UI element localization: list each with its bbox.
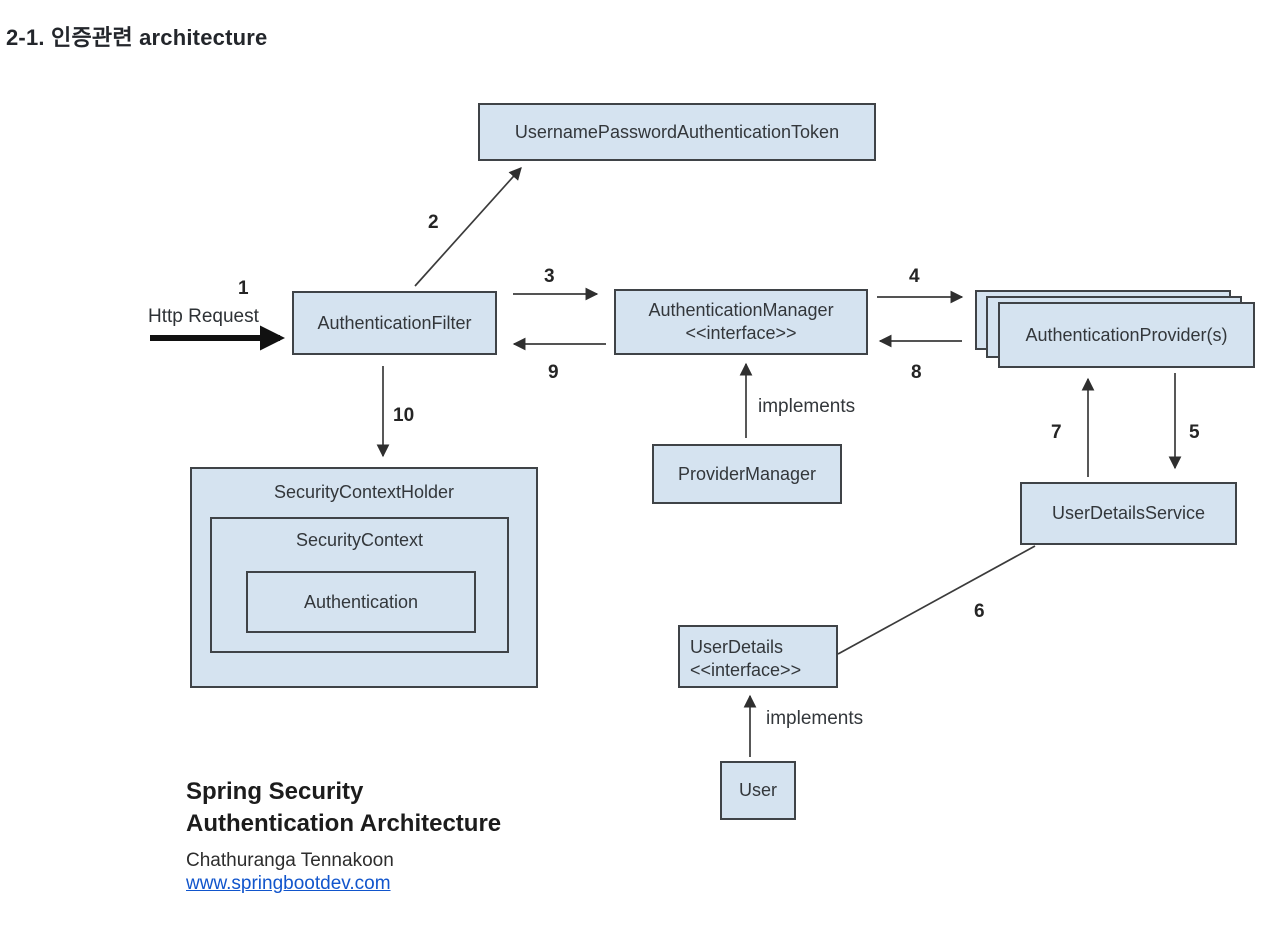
node-security-context-holder: SecurityContextHolder SecurityContext Au…	[190, 467, 538, 688]
step-label-5: 5	[1189, 422, 1200, 443]
node-user-details-service: UserDetailsService	[1020, 482, 1237, 545]
step-label-1: 1	[238, 278, 249, 299]
node-user: User	[720, 761, 796, 820]
page-title: 2-1. 인증관련 architecture	[6, 25, 268, 50]
line-6-user-details-to-user-details-service	[837, 545, 1036, 655]
step-label-7: 7	[1051, 422, 1062, 443]
website-link[interactable]: www.springbootdev.com	[186, 873, 391, 894]
http-request-label: Http Request	[148, 306, 259, 327]
node-label: UserDetailsService	[1051, 503, 1206, 523]
step-label-10: 10	[393, 405, 414, 426]
node-label: UsernamePasswordAuthenticationToken	[514, 121, 840, 142]
node-authentication-filter: AuthenticationFilter	[292, 291, 497, 355]
node-stereotype: <<interface>>	[690, 660, 802, 680]
node-user-details: UserDetails <<interface>>	[678, 625, 838, 688]
node-label: AuthenticationManager	[648, 300, 834, 320]
node-authentication-providers: AuthenticationProvider(s)	[998, 302, 1255, 368]
node-label: Authentication	[303, 591, 419, 612]
step-label-8: 8	[911, 362, 922, 383]
step-label-2: 2	[428, 212, 439, 233]
node-label: UserDetails	[690, 637, 784, 657]
step-label-6: 6	[974, 601, 985, 622]
implements-label-manager: implements	[758, 396, 855, 417]
diagram-title-line1: Spring Security	[186, 778, 364, 805]
node-label: SecurityContextHolder	[273, 482, 455, 502]
implements-label-user-details: implements	[766, 708, 863, 729]
diagram-title-line2: Authentication Architecture	[186, 810, 502, 837]
author-name: Chathuranga Tennakoon	[186, 850, 394, 871]
node-authentication: Authentication	[246, 571, 476, 633]
step-label-9: 9	[548, 362, 559, 383]
node-label: User	[738, 780, 777, 800]
node-label: AuthenticationFilter	[317, 312, 472, 333]
node-provider-manager: ProviderManager	[652, 444, 842, 504]
node-username-password-authentication-token: UsernamePasswordAuthenticationToken	[478, 103, 876, 161]
node-stereotype: <<interface>>	[685, 323, 797, 343]
node-label: ProviderManager	[677, 463, 817, 484]
step-label-3: 3	[544, 266, 555, 287]
step-label-4: 4	[909, 266, 920, 287]
arrow-2-filter-to-token	[414, 167, 522, 287]
node-label: SecurityContext	[295, 530, 424, 550]
node-authentication-manager: AuthenticationManager <<interface>>	[614, 289, 868, 355]
node-security-context: SecurityContext Authentication	[210, 517, 509, 653]
node-label: AuthenticationProvider(s)	[1025, 324, 1228, 345]
diagram-title: Spring Security Authentication Architect…	[186, 776, 501, 840]
